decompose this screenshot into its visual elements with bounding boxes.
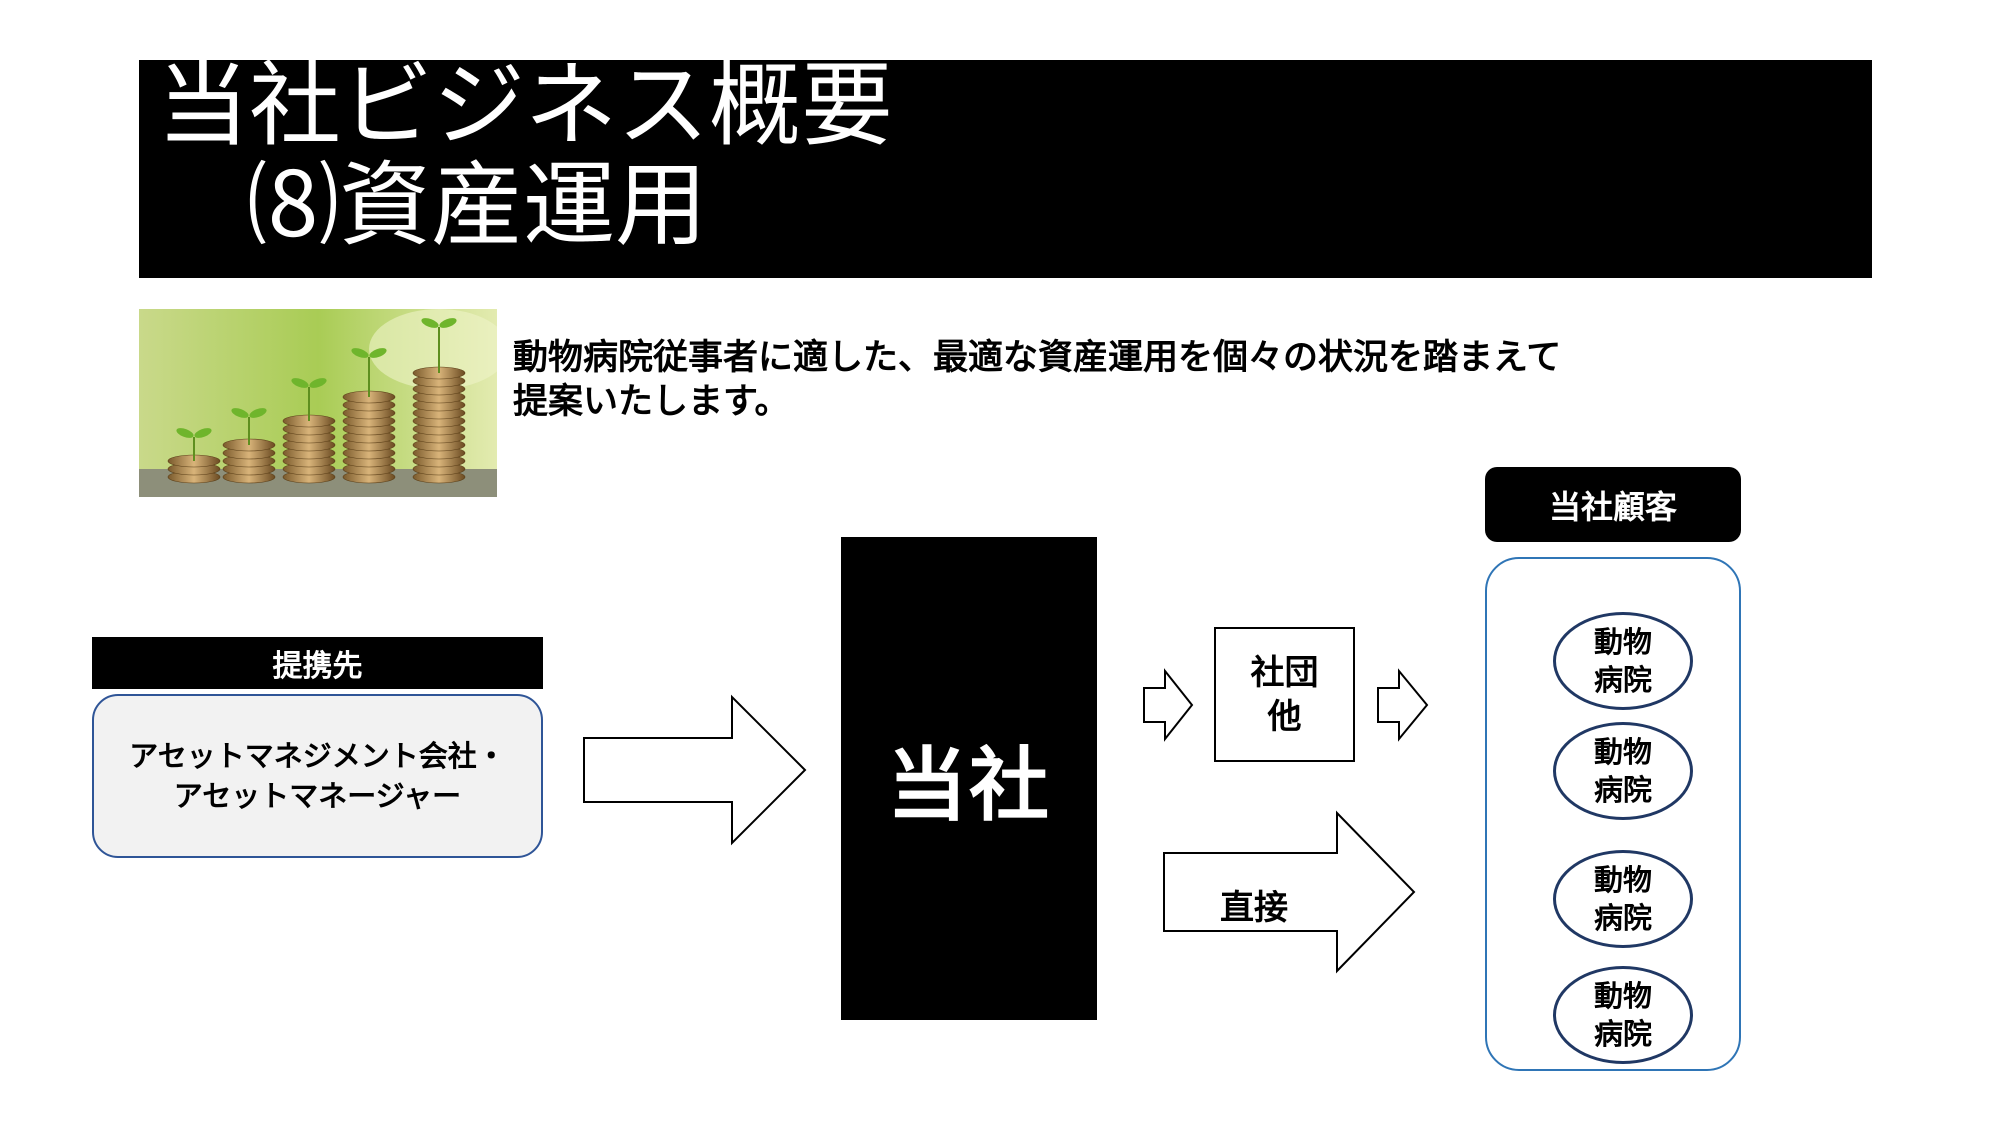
direct-label: 直接 xyxy=(1220,888,1288,928)
association-box: 社団 他 xyxy=(1214,627,1355,762)
description: 動物病院従事者に適した、最適な資産運用を個々の状況を踏まえて 提案いたします。 xyxy=(513,336,1713,424)
arrow-partner-to-company xyxy=(583,694,807,846)
arrow-company-to-customers-direct xyxy=(1163,810,1416,974)
arrow-association-to-customers xyxy=(1377,668,1429,742)
association-label: 社団 他 xyxy=(1251,651,1319,739)
hospital-label-line-2: 病院 xyxy=(1593,663,1652,697)
hospital-label-line-2: 病院 xyxy=(1593,1017,1652,1051)
description-line-2: 提案いたします。 xyxy=(513,382,790,422)
arrow-company-to-association xyxy=(1143,668,1194,742)
hospital-node: 動物 病院 xyxy=(1553,850,1693,948)
description-line-1: 動物病院従事者に適した、最適な資産運用を個々の状況を踏まえて xyxy=(513,338,1562,378)
hospital-node: 動物 病院 xyxy=(1553,966,1693,1064)
partner-label: 提携先 xyxy=(92,637,543,689)
hospital-node: 動物 病院 xyxy=(1553,612,1693,710)
association-label-line-2: 他 xyxy=(1267,696,1302,737)
company-label: 当社 xyxy=(887,738,1051,832)
partner-text: アセットマネジメント会社・アセットマネージャー xyxy=(129,739,506,813)
title-banner: 当社ビジネス概要 ⑻資産運用 xyxy=(139,60,1872,278)
company-box: 当社 xyxy=(841,537,1097,1020)
hospital-label-line-2: 病院 xyxy=(1593,901,1652,935)
partner-box: アセットマネジメント会社・アセットマネージャー xyxy=(92,694,543,858)
association-label-line-1: 社団 xyxy=(1250,652,1319,693)
page-title: 当社ビジネス概要 xyxy=(157,52,894,159)
customers-label: 当社顧客 xyxy=(1485,467,1741,542)
coin-seedling-photo xyxy=(139,309,497,497)
hospital-label-line-1: 動物 xyxy=(1593,625,1652,659)
hospital-label-line-1: 動物 xyxy=(1593,735,1652,769)
hospital-label-line-1: 動物 xyxy=(1593,979,1652,1013)
hospital-label-line-1: 動物 xyxy=(1593,863,1652,897)
page-subtitle: ⑻資産運用 xyxy=(247,152,708,259)
customers-box: 動物 病院 動物 病院 動物 病院 動物 病院 xyxy=(1485,557,1741,1071)
hospital-label-line-2: 病院 xyxy=(1593,773,1652,807)
hospital-node: 動物 病院 xyxy=(1553,722,1693,820)
